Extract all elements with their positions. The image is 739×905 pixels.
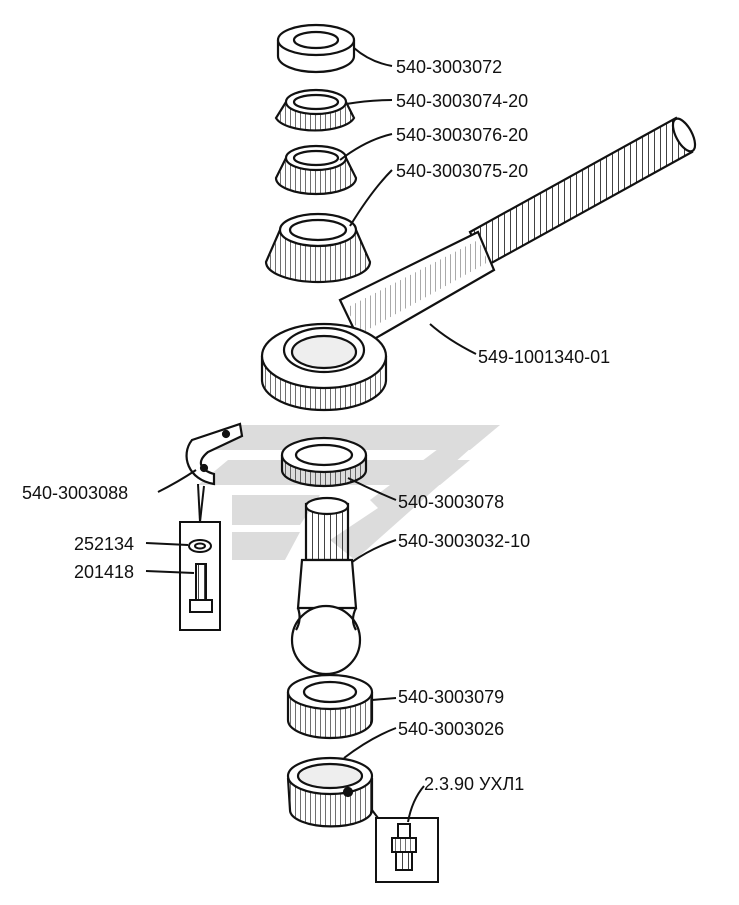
label-ring-nut: 540-3003078 <box>398 492 504 512</box>
cone-low-part <box>264 212 372 284</box>
label-lock-plate: 540-3003088 <box>22 483 128 503</box>
label-cone-mid: 540-3003076-20 <box>396 125 528 145</box>
label-washer: 540-3003072 <box>396 57 502 77</box>
label-cap-nut: 540-3003026 <box>398 719 504 739</box>
lower-nut-part <box>286 673 374 740</box>
lock-plate-part <box>185 422 244 486</box>
ring-nut-part <box>280 436 368 488</box>
small-bolt-part <box>189 563 213 613</box>
label-grease-fitting: 2.3.90 УХЛ1 <box>424 774 524 794</box>
label-washer-small: 252134 <box>74 534 134 554</box>
label-cone-top: 540-3003074-20 <box>396 91 528 111</box>
label-ball-pin: 540-3003032-10 <box>398 531 530 551</box>
washer-part <box>276 23 356 74</box>
grease-fitting-part <box>391 823 417 871</box>
cone-mid-part <box>274 144 358 196</box>
label-cone-low: 540-3003075-20 <box>396 161 528 181</box>
label-rod: 549-1001340-01 <box>478 347 610 367</box>
tie-rod-part <box>260 116 697 412</box>
cap-nut-part <box>286 756 374 828</box>
label-bolt-small: 201418 <box>74 562 134 582</box>
small-washer-part <box>188 539 212 553</box>
label-nut-low: 540-3003079 <box>398 687 504 707</box>
ball-pin-part <box>290 496 362 676</box>
grease-fitting-inset <box>371 809 439 883</box>
cone-top-part <box>274 88 356 132</box>
fastener-inset <box>179 483 221 631</box>
leader-lines <box>145 47 477 823</box>
watermark-logo <box>198 425 500 560</box>
